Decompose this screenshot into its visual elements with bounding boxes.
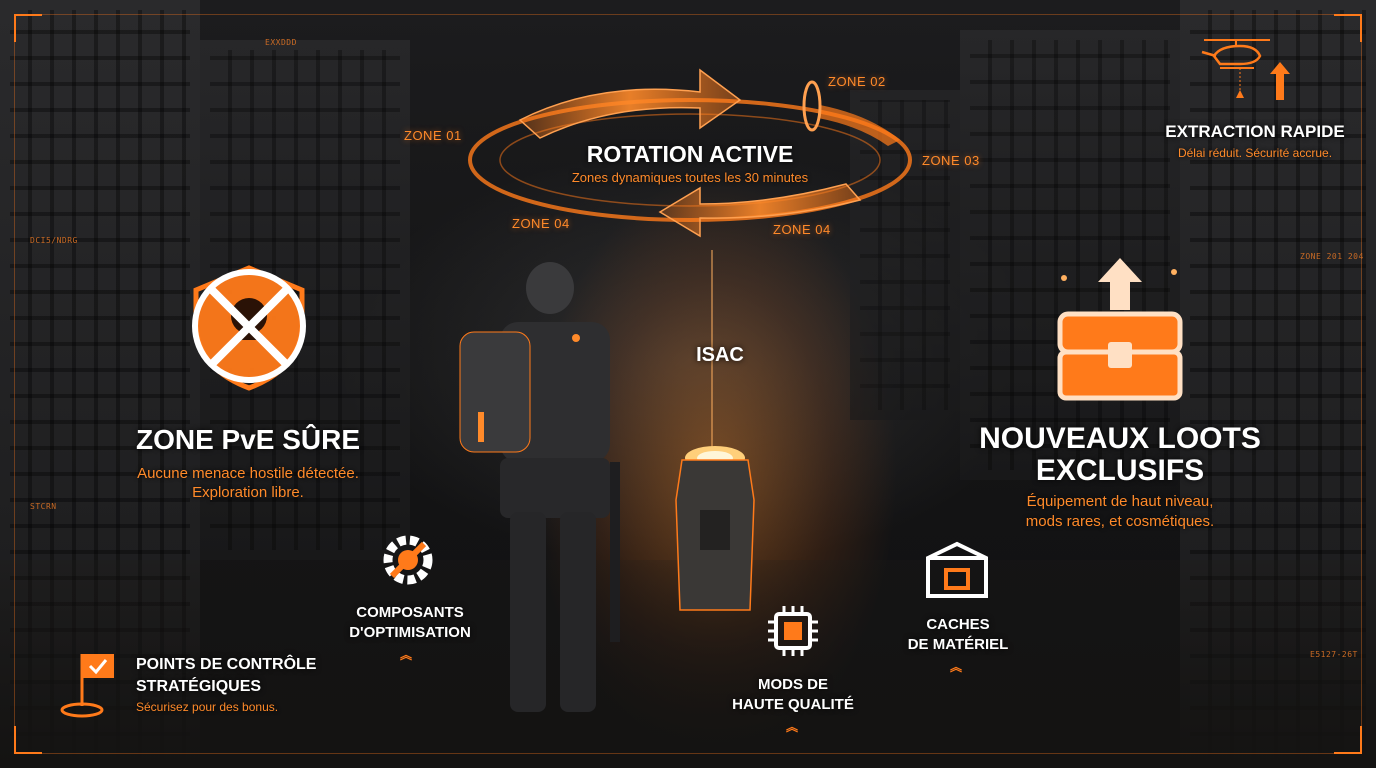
extraction-title: EXTRACTION RAPIDE bbox=[1165, 122, 1345, 141]
components-line1: COMPOSANTS bbox=[356, 604, 464, 621]
checkpoints-line2: STRATÉGIQUES bbox=[136, 678, 262, 695]
loots-line1: Équipement de haut niveau, bbox=[1026, 493, 1214, 510]
caches-line2: DE MATÉRIEL bbox=[907, 636, 1009, 653]
zone-label: ZONE 01 bbox=[404, 128, 462, 143]
zone-label: ZONE 04 bbox=[512, 216, 570, 231]
mods-chevron-icon: ︽ bbox=[786, 720, 799, 734]
mods-line2: HAUTE QUALITÉ bbox=[732, 696, 854, 713]
soldier-agent bbox=[459, 262, 620, 712]
helicopter-icon bbox=[1201, 39, 1290, 100]
loots-line2: mods rares, et cosmétiques. bbox=[1025, 513, 1215, 530]
beacon-terminal-icon bbox=[675, 446, 755, 611]
hud-code: STCRN bbox=[30, 502, 57, 511]
loot-chest-icon bbox=[1057, 258, 1183, 401]
gear-wrench-icon bbox=[383, 535, 433, 585]
zone-label: ZONE 02 bbox=[828, 74, 886, 89]
crate-icon bbox=[926, 541, 988, 598]
hud-code: EXXDDD bbox=[265, 38, 297, 47]
hud-corner-br bbox=[1334, 726, 1362, 754]
components-line2: D'OPTIMISATION bbox=[349, 624, 471, 641]
skull-crossed-shield-icon bbox=[192, 265, 306, 391]
loots-title-line2: EXCLUSIFS bbox=[1035, 454, 1205, 487]
zone-label: ZONE 04 bbox=[773, 222, 831, 237]
caches-line1: CACHES bbox=[926, 616, 990, 633]
zone-label: ZONE 03 bbox=[922, 153, 980, 168]
caches-chevron-icon: ︽ bbox=[950, 660, 963, 674]
isac-label: ISAC bbox=[696, 344, 744, 366]
hud-code: DCI5/NDRG bbox=[30, 236, 78, 245]
components-chevron-icon: ︽ bbox=[400, 648, 413, 662]
checkpoints-line1: POINTS DE CONTRÔLE bbox=[136, 656, 317, 673]
hud-code: ZONE 201 204 bbox=[1300, 252, 1364, 261]
pve-line2: Exploration libre. bbox=[192, 484, 304, 501]
pve-title: ZONE PvE SÛRE bbox=[135, 424, 361, 455]
hud-corner-bl bbox=[14, 726, 42, 754]
loots-title-line1: NOUVEAUX LOOTS bbox=[979, 422, 1261, 455]
chip-icon bbox=[768, 606, 818, 656]
hud-corner-tl bbox=[14, 14, 42, 42]
extraction-subtitle: Délai réduit. Sécurité accrue. bbox=[1177, 146, 1333, 160]
hud-corner-tr bbox=[1334, 14, 1362, 42]
flag-pin-icon bbox=[60, 654, 114, 718]
pve-line1: Aucune menace hostile détectée. bbox=[137, 465, 359, 482]
hud-code: E5127-26T bbox=[1310, 650, 1358, 659]
checkpoints-subtitle: Sécurisez pour des bonus. bbox=[136, 700, 279, 714]
rotation-subtitle: Zones dynamiques toutes les 30 minutes bbox=[571, 170, 809, 185]
mods-line1: MODS DE bbox=[757, 676, 828, 693]
rotation-title: ROTATION ACTIVE bbox=[586, 141, 794, 167]
